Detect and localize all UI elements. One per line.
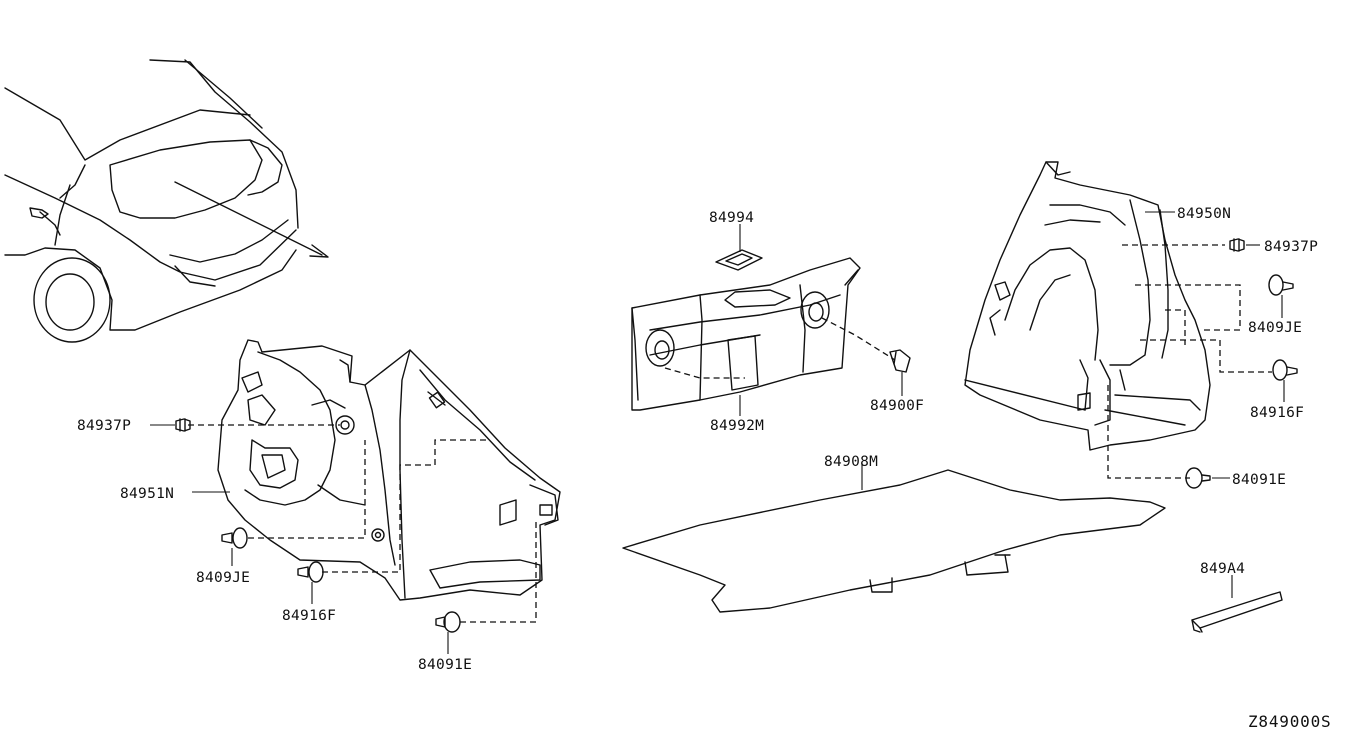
clip-84937P-right (1229, 238, 1245, 252)
vehicle-rear-illustration (4, 59, 329, 343)
back-trim-84992M (631, 257, 861, 411)
right-dashed-connectors (1107, 244, 1272, 479)
label-84951N: 84951N (120, 486, 174, 502)
center-dashed-connectors (664, 317, 896, 379)
left-dashed-connectors (188, 424, 537, 623)
label-84950N: 84950N (1177, 206, 1231, 222)
clip-84916F-left (297, 561, 324, 583)
label-84908M: 84908M (824, 454, 878, 470)
label-84937P-right: 84937P (1264, 239, 1318, 255)
label-84994: 84994 (709, 210, 754, 226)
clip-84091E-right (1185, 467, 1211, 489)
label-84091E-right: 84091E (1232, 472, 1286, 488)
cover-84994 (715, 249, 763, 271)
left-clips (175, 418, 461, 633)
label-8409JE-left: 8409JE (196, 570, 250, 586)
clip-84900F (889, 349, 911, 373)
left-side-trim-84951N (217, 339, 561, 601)
label-84937P-left: 84937P (77, 418, 131, 434)
label-84916F-right: 84916F (1250, 405, 1304, 421)
clip-84916F-right (1272, 359, 1298, 381)
label-849A4: 849A4 (1200, 561, 1245, 577)
floor-board-84908M (622, 469, 1166, 613)
clip-8409JE-right (1268, 274, 1294, 296)
diagram-code: Z849000S (1248, 712, 1331, 731)
part-labels: 84994 84950N 84937P 8409JE 84916F 84091E… (77, 206, 1331, 731)
label-84992M: 84992M (710, 418, 764, 434)
leader-lines (150, 211, 1285, 654)
label-84091E-left: 84091E (418, 657, 472, 673)
clip-8409JE-left (221, 527, 248, 549)
right-side-trim-84950N (964, 161, 1211, 451)
label-84916F-left: 84916F (282, 608, 336, 624)
part-849A4 (1191, 591, 1283, 633)
clip-84091E-left (435, 611, 461, 633)
clip-84937P-left (175, 418, 191, 432)
right-clips (1185, 238, 1298, 489)
label-8409JE-right: 8409JE (1248, 320, 1302, 336)
label-84900F: 84900F (870, 398, 924, 414)
